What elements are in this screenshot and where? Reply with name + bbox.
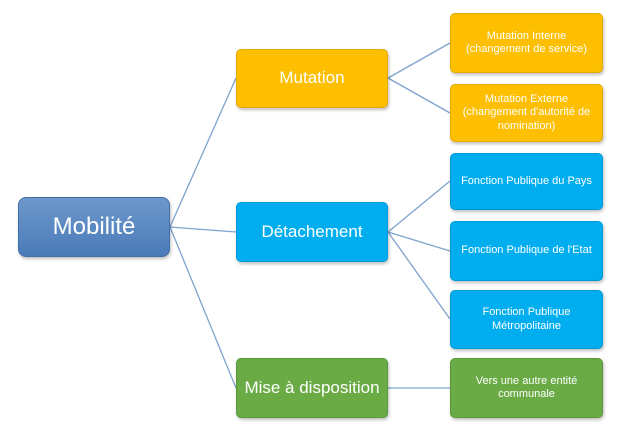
connector-detachement-pays xyxy=(387,180,451,233)
node-fonction-publique-etat: Fonction Publique de l'Etat xyxy=(450,221,603,281)
connector-root-mise xyxy=(169,226,237,389)
connector-root-mutation xyxy=(169,77,237,228)
node-fonction-publique-metropolitaine: Fonction Publique Métropolitaine xyxy=(450,290,603,349)
node-mutation-interne: Mutation Interne (changement de service) xyxy=(450,13,603,73)
connector-detachement-etat xyxy=(387,231,451,252)
connector-detachement-metro xyxy=(387,231,451,320)
connector-mutation-interne xyxy=(387,42,451,79)
node-mutation-externe: Mutation Externe (changement d'autorité … xyxy=(450,84,603,142)
node-fonction-publique-pays: Fonction Publique du Pays xyxy=(450,153,603,210)
node-mutation: Mutation xyxy=(236,49,388,108)
node-mobilite: Mobilité xyxy=(18,197,170,257)
connector-root-detachement xyxy=(169,226,237,233)
node-detachement: Détachement xyxy=(236,202,388,262)
node-vers-autre-entite: Vers une autre entité communale xyxy=(450,358,603,418)
node-mise-a-disposition: Mise à disposition xyxy=(236,358,388,418)
connector-mutation-externe xyxy=(387,77,451,114)
